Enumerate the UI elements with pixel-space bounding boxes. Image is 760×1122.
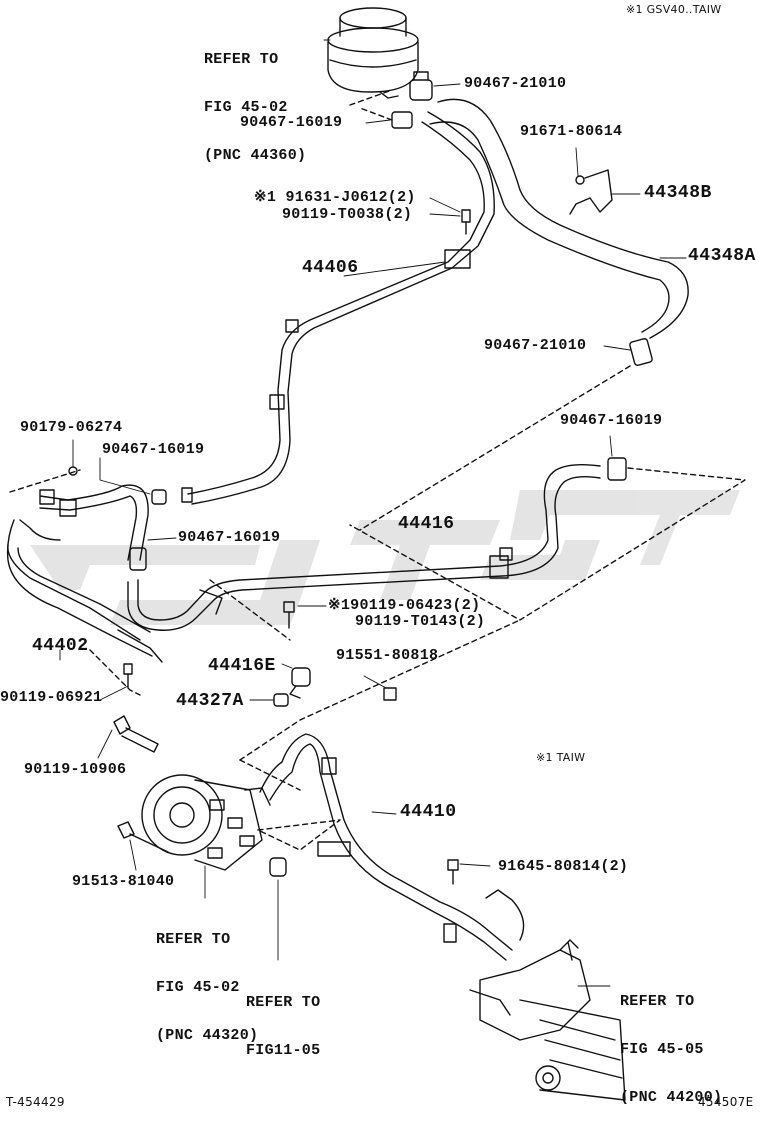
part-44410[interactable]: 44410 <box>400 802 457 822</box>
refer-line-3: (PNC 44360) <box>204 147 307 164</box>
clamp-90467-21010-top <box>409 71 433 101</box>
part-91671-80614[interactable]: 91671-80614 <box>520 123 623 140</box>
fitting-fig11 <box>269 857 287 877</box>
part-90467-16019-right[interactable]: 90467-16019 <box>560 412 663 429</box>
part-44327A[interactable]: 44327A <box>176 691 244 711</box>
refer-fig11[interactable]: REFER TO FIG11-05 <box>246 963 320 1075</box>
part-91645-80814[interactable]: 91645-80814(2) <box>498 858 629 875</box>
part-44416E[interactable]: 44416E <box>208 656 276 676</box>
refer-line-1: REFER TO <box>246 994 321 1011</box>
refer-line-3: (PNC 44320) <box>156 1027 259 1044</box>
part-44348A[interactable]: 44348A <box>688 246 756 266</box>
footer-left-code: T-454429 <box>6 1095 65 1109</box>
bolt-90119-10906 <box>113 715 159 753</box>
part-91551-80818[interactable]: 91551-80818 <box>336 647 439 664</box>
hose-44348A <box>429 98 689 339</box>
note-taiw: ※1 TAIW <box>536 751 586 764</box>
power-steering-pump <box>141 774 271 871</box>
clamp-90467-16019-right <box>607 457 627 481</box>
part-44402[interactable]: 44402 <box>32 636 89 656</box>
refer-reservoir[interactable]: REFER TO FIG 45-02 (PNC 44360) <box>204 20 306 180</box>
part-90467-16019-low[interactable]: 90467-16019 <box>178 529 281 546</box>
pipe-44416 <box>127 463 601 631</box>
leader-lines <box>59 39 687 987</box>
refer-line-1: REFER TO <box>204 51 279 68</box>
part-91513-81040[interactable]: 91513-81040 <box>72 873 175 890</box>
clamp-90467-21010-mid <box>629 338 653 366</box>
part-91631-J0612[interactable]: ※1 91631-J0612(2) <box>254 189 416 206</box>
part-90119-T0143[interactable]: 90119-T0143(2) <box>355 613 486 630</box>
refer-gear[interactable]: REFER TO FIG 45-05 (PNC 44200) <box>620 962 722 1122</box>
part-90119-06921[interactable]: 90119-06921 <box>0 689 103 706</box>
pipe-44406 <box>181 111 495 505</box>
part-44416[interactable]: 44416 <box>398 514 455 534</box>
part-90119-06423[interactable]: ※190119-06423(2) <box>328 597 481 614</box>
part-90467-16019-left[interactable]: 90467-16019 <box>102 441 205 458</box>
refer-line-1: REFER TO <box>620 993 695 1010</box>
refer-line-2: FIG 45-02 <box>156 979 240 996</box>
part-90467-21010-mid[interactable]: 90467-21010 <box>484 337 587 354</box>
part-90119-10906[interactable]: 90119-10906 <box>24 761 127 778</box>
applicability-note: ※1 GSV40..TAIW <box>626 3 722 16</box>
part-90467-21010-top[interactable]: 90467-21010 <box>464 75 567 92</box>
bolt-90119-06423 <box>283 601 295 629</box>
reservoir-tank <box>327 7 419 99</box>
bolt-91551-80818 <box>383 687 397 701</box>
union-44416E <box>289 667 311 699</box>
part-44348B[interactable]: 44348B <box>644 183 712 203</box>
part-90179-06274[interactable]: 90179-06274 <box>20 419 123 436</box>
bolt-90119-T0038 <box>461 209 471 235</box>
bracket-44348B <box>569 169 613 215</box>
refer-line-1: REFER TO <box>156 931 231 948</box>
refer-pump[interactable]: REFER TO FIG 45-02 (PNC 44320) <box>156 900 258 1060</box>
plug-90179-06274 <box>68 466 78 476</box>
clamp-90467-16019-top <box>391 111 413 129</box>
watermark-logo <box>30 490 740 625</box>
bolt-91645-80814 <box>447 859 459 885</box>
part-44406[interactable]: 44406 <box>302 258 359 278</box>
steering-gear <box>469 939 626 1101</box>
part-90119-T0038[interactable]: 90119-T0038(2) <box>282 206 413 223</box>
refer-line-2: FIG 45-02 <box>204 99 288 116</box>
part-90467-16019-top[interactable]: 90467-16019 <box>240 114 343 131</box>
clamp-90467-16019-left <box>151 489 167 505</box>
pipe-44410 <box>259 733 525 961</box>
refer-line-2: FIG11-05 <box>246 1042 321 1059</box>
refer-line-2: FIG 45-05 <box>620 1041 704 1058</box>
refer-line-3: (PNC 44200) <box>620 1089 723 1106</box>
pipe-44402 <box>6 484 163 663</box>
footer-right-code: 454507E <box>698 1095 754 1109</box>
gasket-44327A <box>273 693 289 707</box>
